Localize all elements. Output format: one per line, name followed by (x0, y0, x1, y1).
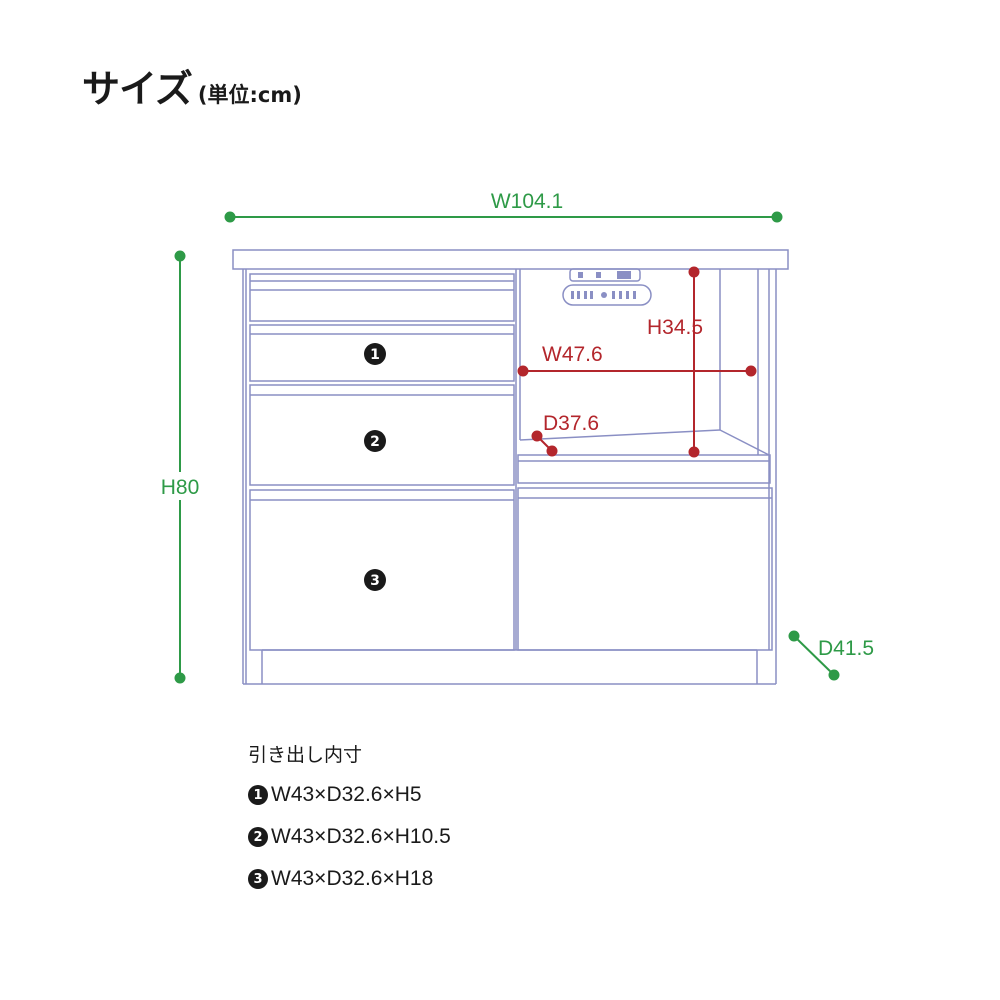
spec-text-2: W43×D32.6×H10.5 (271, 825, 451, 848)
opening-width-label: W47.6 (542, 343, 603, 366)
drawer-badge-3: 3 (364, 569, 386, 591)
svg-text:1: 1 (370, 347, 380, 363)
opening-depth-label: D37.6 (543, 412, 599, 435)
svg-text:3: 3 (370, 573, 380, 589)
title-text: サイズ (82, 67, 193, 111)
shelf-back-bottom (519, 429, 721, 441)
spec-row-2: 2 W43×D32.6×H10.5 (248, 825, 451, 849)
bottom-door (517, 487, 773, 651)
width-label: W104.1 (491, 190, 563, 213)
depth-label: D41.5 (818, 637, 874, 660)
drawer-3 (249, 489, 515, 651)
outlet-icon (571, 271, 636, 299)
drawer-spec-list: 引き出し内寸 1 W43×D32.6×H5 2 W43×D32.6×H10.5 … (248, 740, 451, 909)
outlet-panel-top (569, 268, 641, 282)
spec-text-3: W43×D32.6×H18 (271, 867, 434, 890)
slide-shelf (517, 454, 771, 484)
spec-badge-2: 2 (248, 827, 268, 847)
drawer-1 (249, 324, 515, 382)
drawer-2 (249, 384, 515, 486)
outlet-panel (562, 284, 652, 306)
drawer-badge-2: 2 (364, 430, 386, 452)
spec-badge-3: 3 (248, 869, 268, 889)
depth-dimension-line (793, 635, 835, 676)
page-title: サイズ (単位:cm) (82, 58, 302, 113)
spec-badge-1: 1 (248, 785, 268, 805)
cabinet-outline (232, 249, 789, 685)
drawer-top-slim (249, 273, 515, 322)
overall-dimensions (174, 211, 840, 684)
spec-heading: 引き出し内寸 (248, 744, 363, 766)
drawer-badge-1: 1 (364, 343, 386, 365)
opening-height-label: H34.5 (647, 316, 703, 339)
unit-label: (単位:cm) (197, 83, 302, 107)
spec-row-3: 3 W43×D32.6×H18 (248, 867, 451, 891)
spec-row-1: 1 W43×D32.6×H5 (248, 783, 451, 807)
svg-text:2: 2 (370, 434, 380, 450)
opening-dimensions (517, 266, 757, 458)
height-label: H80 (161, 476, 200, 499)
spec-text-1: W43×D32.6×H5 (271, 783, 422, 806)
top-board (232, 249, 789, 270)
